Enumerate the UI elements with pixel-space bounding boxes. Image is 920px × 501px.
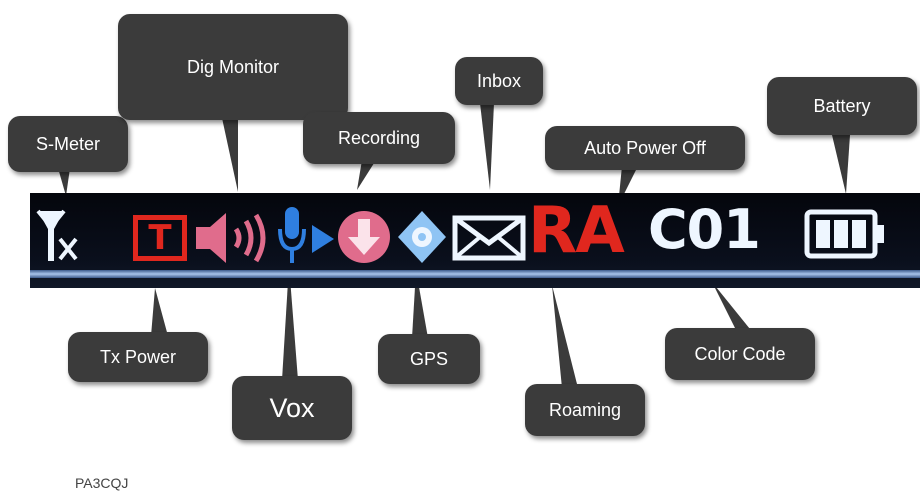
envelope-icon	[452, 215, 526, 261]
tx-power-symbol: T	[148, 218, 172, 258]
recording-pointer	[357, 160, 376, 190]
battery-pointer	[832, 135, 850, 194]
s-meter-pointer	[58, 168, 70, 196]
roaming-icon: RA	[528, 194, 625, 268]
tx-power-pointer	[151, 288, 168, 336]
auto-power-off-callout: Auto Power Off	[545, 126, 745, 170]
microphone-icon	[278, 207, 306, 263]
roaming-callout: Roaming	[525, 384, 645, 436]
gps-icon	[398, 211, 446, 263]
speaker-icon	[196, 213, 266, 263]
color-code-callout: Color Code	[665, 328, 815, 380]
tx-power-callout: Tx Power	[68, 332, 208, 382]
status-bar-baseline	[30, 270, 920, 278]
battery-icon	[804, 209, 884, 259]
dig-monitor-callout: Dig Monitor	[118, 14, 348, 120]
recording-callout: Recording	[303, 112, 455, 164]
credit-text: PA3CQJ	[75, 475, 129, 491]
dig-monitor-pointer	[222, 118, 238, 192]
battery-callout: Battery	[767, 77, 917, 135]
vox-pointer	[282, 265, 298, 380]
tx-power-icon: T	[133, 215, 187, 261]
roaming-pointer	[552, 285, 578, 388]
gps-callout: GPS	[378, 334, 480, 384]
inbox-callout: Inbox	[455, 57, 543, 105]
s-meter-callout: S-Meter	[8, 116, 128, 172]
recording-icon	[338, 211, 390, 263]
color-code-icon: C01	[648, 198, 761, 261]
inbox-pointer	[480, 103, 494, 190]
radio-status-bar: T RA C01	[30, 193, 920, 288]
vox-callout: Vox	[232, 376, 352, 440]
signal-x-icon	[36, 209, 78, 261]
vox-arrow-icon	[312, 225, 334, 253]
color-code-pointer	[712, 282, 754, 334]
